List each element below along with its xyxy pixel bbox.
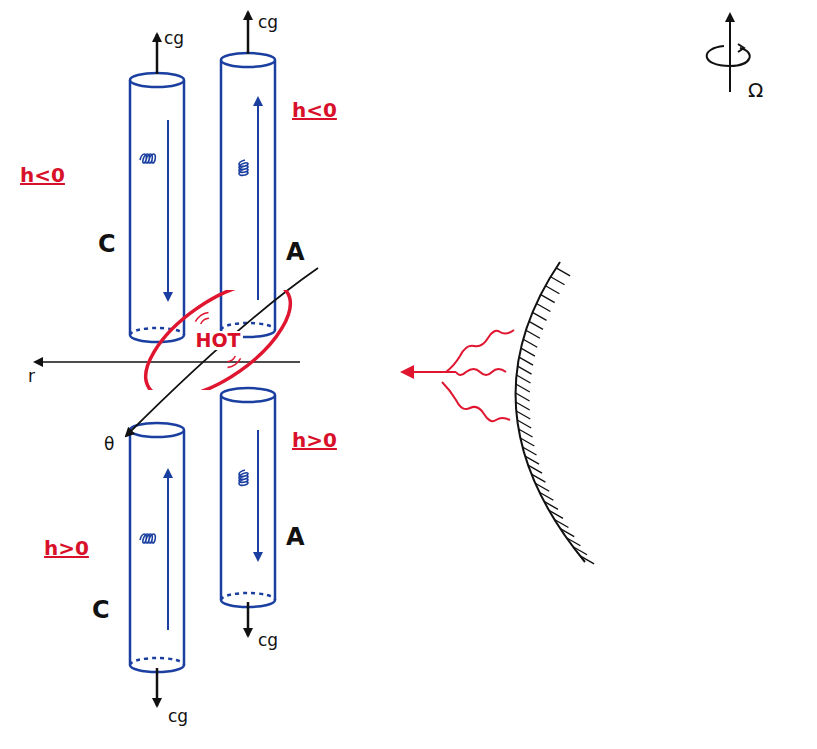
wave-emission bbox=[402, 330, 514, 421]
helicity-label: h<0 bbox=[292, 100, 337, 120]
r-axis bbox=[35, 361, 300, 363]
group-velocity-label: cg bbox=[258, 632, 278, 649]
vortex-type-label: C bbox=[98, 232, 116, 256]
wall bbox=[516, 262, 585, 562]
group-velocity-label: cg bbox=[164, 30, 184, 47]
helicity-label: h>0 bbox=[44, 538, 89, 558]
helicity-label: h<0 bbox=[20, 165, 65, 185]
wall-hatching bbox=[516, 268, 595, 564]
region-label: HOT bbox=[193, 331, 242, 350]
vortex-type-label: C bbox=[92, 598, 110, 622]
inner-flow-arrows bbox=[168, 98, 258, 630]
group-velocity-label: cg bbox=[168, 708, 188, 725]
rotation-label: Ω bbox=[748, 80, 763, 100]
axis-label: r bbox=[28, 368, 35, 385]
helicity-label: h>0 bbox=[292, 430, 337, 450]
vortex-type-label: A bbox=[286, 525, 305, 549]
rotation-symbol bbox=[707, 14, 750, 92]
group-velocity-arrows bbox=[157, 12, 248, 706]
group-velocity-label: cg bbox=[258, 14, 278, 31]
hot-region: HOT bbox=[128, 290, 308, 390]
axis-label: θ bbox=[104, 436, 114, 453]
vortex-type-label: A bbox=[286, 240, 305, 264]
